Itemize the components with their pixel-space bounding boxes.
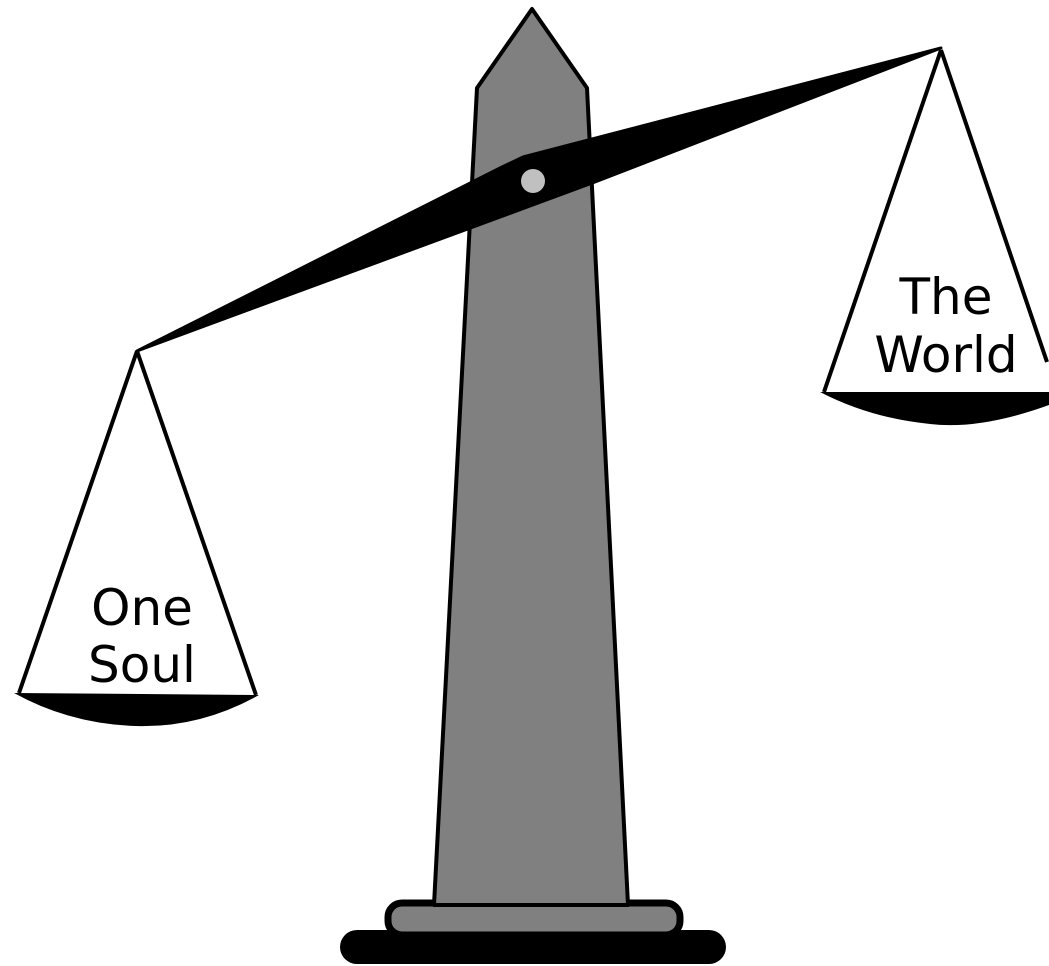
left-pan-label-line2: Soul xyxy=(88,636,196,694)
right-pan-bowl xyxy=(820,392,1049,425)
pivot-pin xyxy=(521,169,545,193)
right-pan-label-line2: World xyxy=(874,326,1017,384)
right-pan-label-line1: The xyxy=(899,268,993,326)
left-pan-bowl xyxy=(14,693,259,726)
base-plate xyxy=(388,903,680,935)
left-pan-label-line1: One xyxy=(91,579,193,637)
